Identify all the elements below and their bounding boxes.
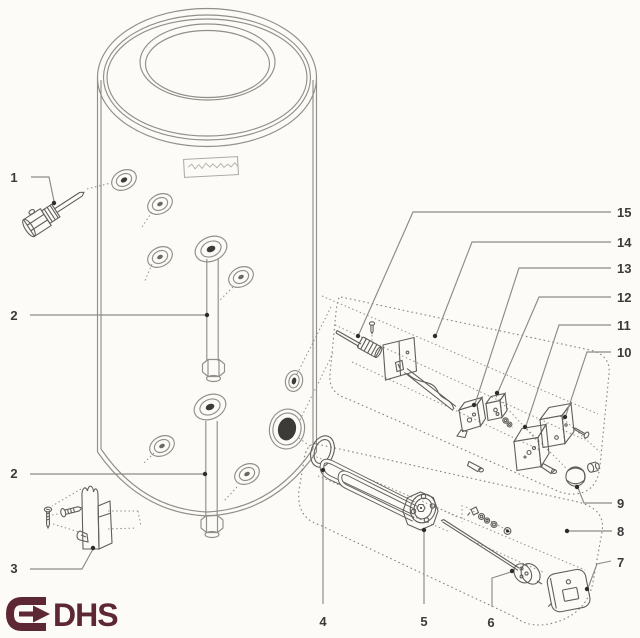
part-label-10: 10 (617, 345, 631, 360)
grommet (587, 461, 600, 473)
part-15-sensor-probe (335, 321, 383, 359)
part-label-11: 11 (617, 318, 631, 333)
part-label-15: 15 (617, 205, 631, 220)
dip-tube-lower (200, 421, 224, 539)
tank-top-rim (96, 7, 318, 148)
part-label-8: 8 (617, 524, 624, 539)
part-label-14: 14 (617, 235, 632, 250)
dhs-arrow-icon (5, 597, 50, 631)
assembly-axis-lines (141, 211, 601, 574)
part-1-sensor-fitting (22, 181, 116, 238)
cylinder-tank (96, 7, 318, 539)
part-label-6: 6 (487, 615, 494, 630)
part-9-knob (565, 461, 600, 487)
leader-lines (30, 176, 612, 607)
heater-flange-opening (268, 408, 306, 450)
part-label-7: 7 (617, 555, 624, 570)
dhs-logo-text: DHS (53, 597, 118, 633)
part-11-control-box (512, 422, 558, 475)
part-label-9: 9 (617, 496, 624, 511)
part-12-thermal-cutout (484, 392, 514, 429)
part-6-terminal-head (513, 563, 543, 585)
part-label-2a: 2 (10, 308, 17, 323)
part-8-stem (440, 519, 520, 571)
tank-top-dish (139, 23, 276, 101)
part-label-12: 12 (617, 290, 631, 305)
part-4-gasket (310, 435, 335, 468)
part-13-thermostat (404, 368, 487, 473)
part-14-mounting-plate (382, 336, 418, 381)
dhs-logo: DHS (5, 597, 119, 633)
part-label-13: 13 (617, 261, 631, 276)
part-number-labels: 1 2 2 3 4 5 6 7 8 9 10 11 12 13 14 15 (10, 170, 632, 630)
part-label-1: 1 (10, 170, 17, 185)
part-3-bracket (43, 485, 142, 550)
part-label-2b: 2 (10, 466, 17, 481)
dip-tube-upper (201, 259, 226, 383)
kit-outline-lower (298, 443, 604, 626)
kit-outline-upper (329, 296, 610, 495)
part-5-immersion-heater (319, 458, 439, 531)
part-label-5: 5 (420, 614, 427, 629)
part-label-3: 3 (10, 561, 17, 576)
brand-plate (183, 156, 239, 178)
fixings-group (436, 505, 513, 535)
tank-bosses (107, 164, 306, 490)
part-label-4: 4 (319, 614, 327, 629)
part-7-cover (546, 568, 591, 613)
